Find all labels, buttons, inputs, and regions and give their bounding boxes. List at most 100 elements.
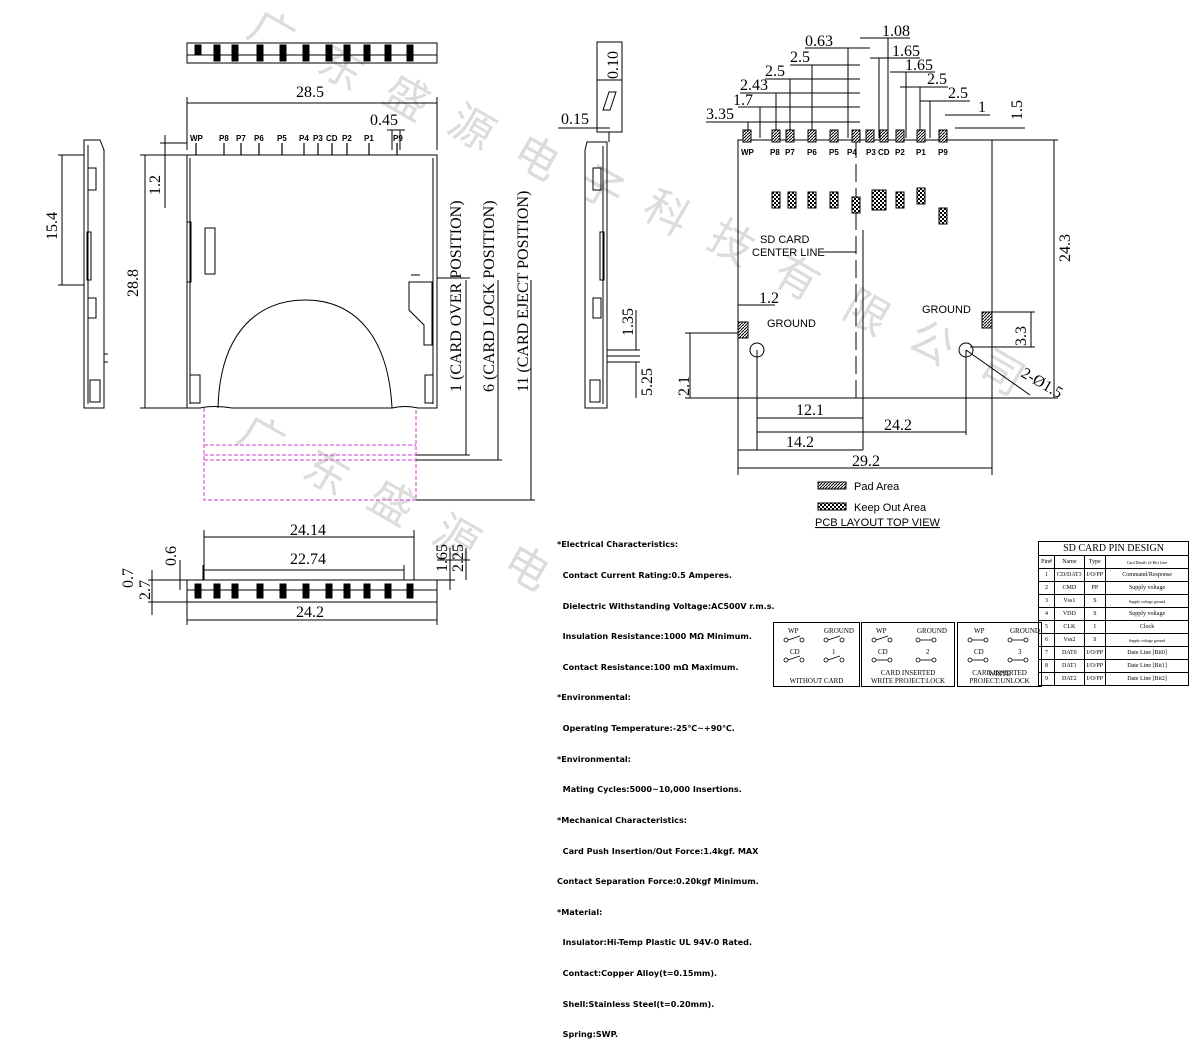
cell: Command/Response bbox=[1105, 568, 1190, 582]
switch-diagram-lock: WP GROUND CD 2 CARD INSERTED WRITE PROJE… bbox=[861, 622, 955, 687]
dim: 1.65 bbox=[905, 57, 933, 74]
drawing-canvas: 广 东 盛 源 电 子 科 技 有 限 公 司 广 东 盛 源 电 bbox=[44, 0, 1074, 625]
pin-design-table: SD CARD PIN DESIGN Pin# Name Type Card D… bbox=[1037, 541, 1190, 686]
spec-line: Shell:Stainless Steel(t=0.20mm). bbox=[557, 998, 715, 1009]
pin-label: P3 bbox=[866, 148, 876, 157]
pin-label: P4 bbox=[299, 134, 309, 143]
dim: 2.25 bbox=[450, 544, 467, 572]
dim: 2.5 bbox=[790, 49, 810, 66]
legend-pad: Pad Area bbox=[854, 481, 900, 493]
cell: S bbox=[1083, 594, 1107, 608]
pin-label: P9 bbox=[938, 148, 948, 157]
switch-caption: CARD INSERTED bbox=[880, 669, 936, 677]
pin-label: P8 bbox=[770, 148, 780, 157]
pin-label: P4 bbox=[847, 148, 857, 157]
dim: 2.1 bbox=[676, 376, 693, 396]
left-side-view bbox=[58, 139, 108, 409]
cell: Supply voltage ground bbox=[1105, 594, 1190, 608]
switch-symbol bbox=[967, 637, 1029, 663]
cell: I/O/PP bbox=[1083, 646, 1107, 660]
cell: I/O/PP bbox=[1083, 672, 1107, 686]
dim: 29.2 bbox=[852, 453, 880, 470]
position-11: 11 (CARD EJECT POSITION) bbox=[515, 191, 532, 392]
pin-label: P1 bbox=[916, 148, 926, 157]
wp-label: WP bbox=[974, 627, 985, 635]
spec-line: Contact:Copper Alloy(t=0.15mm). bbox=[557, 967, 718, 978]
dim: 1.08 bbox=[882, 23, 910, 40]
spec-line: Contact Resistance:100 mΩ Maximum. bbox=[557, 661, 739, 672]
switch-caption: CARD INSERTED bbox=[972, 669, 1027, 677]
dim-28-5: 28.5 bbox=[296, 84, 324, 101]
wm-char: 公 bbox=[900, 310, 964, 376]
dim: 0.7 bbox=[120, 568, 137, 588]
switch-num: 2 bbox=[926, 648, 930, 656]
dim: 3.3 bbox=[1013, 326, 1030, 346]
switch-caption: WRITE PROJECT:UNLOCK bbox=[969, 670, 1030, 685]
cell: 7 bbox=[1037, 646, 1056, 660]
wm-char: 源 bbox=[440, 95, 504, 161]
specifications: *Electrical Characteristics: Contact Cur… bbox=[557, 519, 797, 1050]
center-line-label: CENTER LINE bbox=[752, 247, 825, 259]
cell: Supply voltage bbox=[1105, 607, 1190, 621]
header-cell: Pin# bbox=[1037, 555, 1056, 569]
cell: 8 bbox=[1037, 659, 1056, 673]
wp-label: WP bbox=[788, 627, 799, 635]
switch-diagram-unlock: WP GROUND CD 3 CARD INSERTED WRITE PROJE… bbox=[957, 622, 1042, 687]
pin-label: WP bbox=[190, 134, 204, 143]
pin-label: CD bbox=[326, 134, 338, 143]
pcb-layout bbox=[685, 37, 1058, 475]
wm-char: 广 bbox=[240, 0, 304, 66]
pin-label: P5 bbox=[277, 134, 287, 143]
pcb-pin-labels: WP P8 P7 P6 P5 P4 P3 CD P2 P1 P9 bbox=[741, 148, 948, 157]
dim: 0.63 bbox=[805, 33, 833, 50]
position-6: 6 (CARD LOCK POSITION) bbox=[481, 200, 498, 392]
header-cell: Card Details (4-Bit) Line bbox=[1105, 555, 1190, 569]
dim: 24.2 bbox=[296, 604, 324, 621]
cell: S bbox=[1083, 633, 1107, 647]
cd-label: CD bbox=[878, 648, 888, 656]
dim: 14.2 bbox=[786, 434, 814, 451]
dim: 1.5 bbox=[1009, 100, 1026, 120]
cell: DAT2 bbox=[1054, 672, 1085, 686]
top-profile-view bbox=[186, 42, 438, 64]
pin-label: P5 bbox=[829, 148, 839, 157]
dim: 12.1 bbox=[796, 402, 824, 419]
cell: CLK bbox=[1054, 620, 1085, 634]
pcb-title: PCB LAYOUT TOP VIEW bbox=[815, 517, 941, 529]
dim: 2.5 bbox=[927, 71, 947, 88]
pcb-keepout bbox=[771, 187, 948, 225]
dim: 2.7 bbox=[137, 580, 154, 600]
cell: Date Line [Bit0] bbox=[1105, 646, 1190, 660]
cell: 2 bbox=[1037, 581, 1056, 595]
pin-label: P8 bbox=[219, 134, 229, 143]
cell: 5 bbox=[1037, 620, 1056, 634]
pin-table-title: SD CARD PIN DESIGN bbox=[1038, 541, 1190, 555]
pcb-legend: Pad Area Keep Out Area PCB LAYOUT TOP VI… bbox=[815, 481, 941, 529]
cell: DAT1 bbox=[1054, 659, 1085, 673]
legend-keepout: Keep Out Area bbox=[854, 502, 927, 514]
dim-1-2: 1.2 bbox=[147, 175, 164, 195]
ground-label: GROUND bbox=[1010, 627, 1040, 635]
dim: 1.65 bbox=[434, 544, 451, 572]
cell: CMD bbox=[1054, 581, 1085, 595]
dim: 0.6 bbox=[163, 546, 180, 566]
spec-line: Insulation Resistance:1000 MΩ Minimum. bbox=[557, 631, 752, 642]
switch-num: 1 bbox=[832, 648, 836, 656]
pin-label: P2 bbox=[895, 148, 905, 157]
pcb-pads bbox=[737, 129, 993, 339]
ground-label: GROUND bbox=[767, 318, 816, 330]
pin-label: P6 bbox=[254, 134, 264, 143]
spec-line: *Electrical Characteristics: bbox=[557, 539, 679, 550]
dim-0-45: 0.45 bbox=[370, 112, 398, 129]
dim: 24.14 bbox=[290, 522, 326, 539]
position-1: 1 (CARD OVER POSITION) bbox=[448, 200, 465, 392]
cell: 6 bbox=[1037, 633, 1056, 647]
right-side-view bbox=[558, 41, 640, 409]
